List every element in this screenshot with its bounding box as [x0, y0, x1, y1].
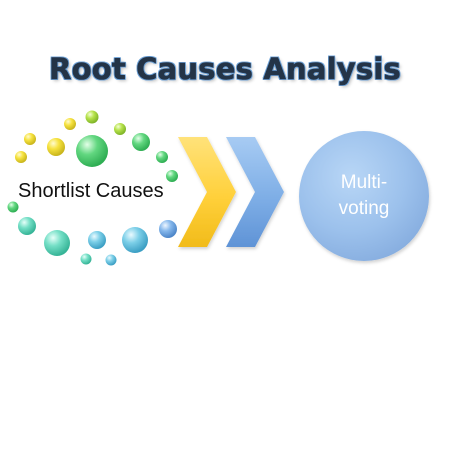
bubble-dot — [76, 135, 108, 167]
bubble-dot — [44, 230, 70, 256]
bubble-dot — [85, 110, 99, 124]
multivoting-label: Multi- voting — [306, 170, 422, 222]
bubble-dot — [7, 201, 19, 213]
bubble-dot — [24, 133, 36, 145]
bubble-dot — [114, 123, 126, 135]
bubble-dot — [88, 231, 106, 249]
bubble-dot — [156, 151, 168, 163]
shortlist-causes-label: Shortlist Causes — [18, 180, 164, 202]
bubble-dot — [15, 151, 27, 163]
bubble-dot — [18, 217, 36, 235]
chevron-arrow-icon — [226, 137, 284, 247]
bubble-dot — [122, 227, 148, 253]
multivoting-circle — [299, 131, 429, 261]
bubble-dot — [105, 254, 117, 266]
diagram-title: Root Causes Analysis — [49, 52, 401, 87]
bubble-dot — [159, 220, 177, 238]
bubble-ring-icon — [7, 110, 178, 266]
multivoting-label-line1: Multi- — [340, 172, 388, 193]
bubble-dot — [166, 170, 178, 182]
multivoting-label-line2: voting — [338, 198, 390, 219]
bubble-dot — [80, 253, 92, 265]
bubble-dot — [64, 118, 76, 130]
bubble-dot — [47, 138, 65, 156]
chevron-arrow-icon — [178, 137, 236, 247]
bubble-dot — [132, 133, 150, 151]
